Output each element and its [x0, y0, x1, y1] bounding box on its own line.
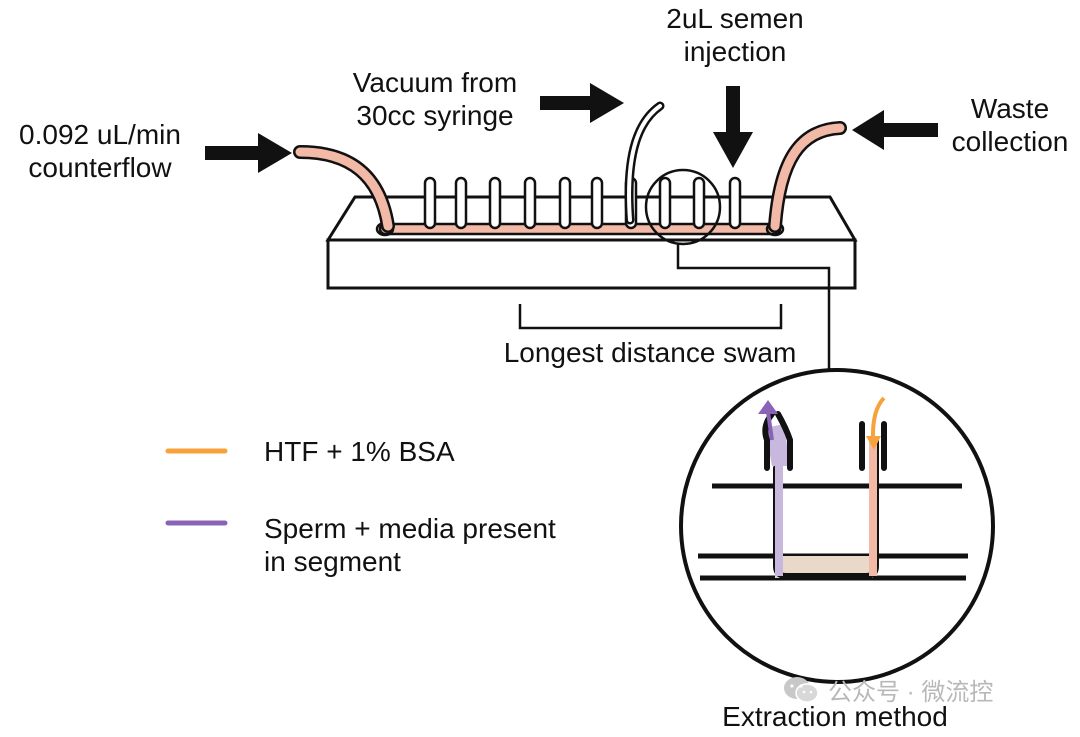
legend-sperm-text-line1: Sperm + media present	[264, 513, 556, 544]
extraction-label: Extraction method	[722, 701, 948, 732]
vacuum-label-line2: 30cc syringe	[356, 100, 514, 131]
orange-flow-arrow-shaft	[870, 396, 886, 441]
counterflow-arrow	[205, 133, 292, 173]
chip-front-face	[326, 238, 857, 290]
vacuum-arrow	[540, 83, 624, 123]
legend-htf-text: HTF + 1% BSA	[264, 436, 455, 467]
vacuum-label: Vacuum from 30cc syringe	[330, 66, 540, 132]
counterflow-tube	[295, 147, 393, 231]
vacuum-label-line1: Vacuum from	[352, 67, 518, 98]
waste-arrow	[852, 110, 938, 150]
wechat-icon	[784, 676, 819, 703]
detail-right-tube	[859, 421, 887, 471]
segments	[423, 176, 742, 230]
zoom-connector	[676, 244, 831, 397]
legend-sperm-text-line2: in segment	[264, 546, 401, 577]
legend-sperm-text: Sperm + media present in segment	[264, 512, 556, 578]
injection-arrow	[713, 86, 753, 168]
watermark-text: 公众号 · 微流控	[828, 679, 994, 706]
tubes	[293, 101, 847, 233]
counterflow-label-line1: 0.092 uL/min	[19, 119, 181, 150]
purple-flow-arrowhead	[758, 400, 778, 414]
waste-tube	[770, 123, 845, 231]
waste-label-line1: Waste	[970, 93, 1050, 124]
extraction-detail	[679, 368, 995, 684]
main-channel	[378, 222, 782, 236]
detail-channel-media	[775, 556, 873, 578]
injection-label: 2uL semen injection	[625, 2, 845, 68]
distance-bracket	[518, 304, 783, 330]
distance-label: Longest distance swam	[503, 337, 797, 368]
watermark: 公众号 · 微流控	[782, 672, 993, 707]
orange-flow-arrowhead	[866, 436, 881, 450]
counterflow-label-line2: counterflow	[28, 152, 172, 183]
purple-flow-arrow-shaft	[766, 411, 774, 441]
injection-label-line2: injection	[683, 36, 787, 67]
waste-label: Waste collection	[935, 92, 1080, 158]
injection-label-line1: 2uL semen	[666, 3, 804, 34]
waste-label-line2: collection	[951, 126, 1069, 157]
vacuum-tube	[627, 104, 662, 222]
zoom-region	[644, 168, 722, 246]
counterflow-label: 0.092 uL/min counterflow	[0, 118, 200, 184]
detail-circle	[679, 368, 995, 684]
arrows	[205, 83, 938, 173]
